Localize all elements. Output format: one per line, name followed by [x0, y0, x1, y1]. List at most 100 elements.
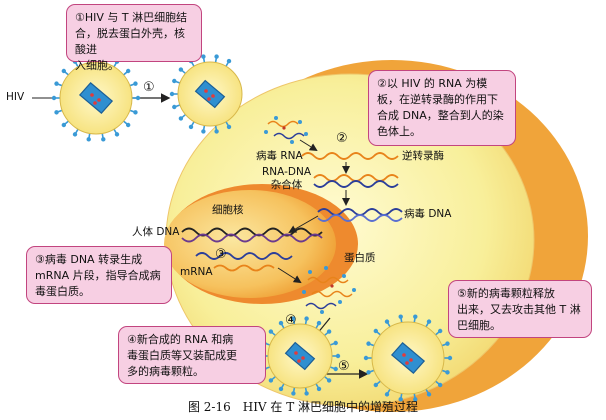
- virus-spike-tip: [304, 391, 309, 396]
- label-human-dna: 人体 DNA: [132, 226, 180, 238]
- virus-capsid: [284, 341, 316, 371]
- arrow-mrna-to-protein: [277, 267, 302, 284]
- virus-spike-tip: [201, 54, 206, 59]
- virus-released: [363, 314, 453, 402]
- virus-spike-tip: [291, 316, 296, 321]
- virus-assembling: [259, 316, 341, 396]
- callout-step2: ②以 HIV 的 RNA 为模 板，在逆转录酶的作用下 合成 DNA，整合到人的…: [368, 70, 516, 146]
- virus-spike-tip: [426, 392, 432, 397]
- virus-spike-tip: [178, 67, 184, 72]
- virus-spike-tip: [133, 81, 138, 86]
- virus-spike-tip: [86, 137, 91, 142]
- callout-step4: ④新合成的 RNA 和病 毒蛋白质等又装配成更 多的病毒颗粒。: [118, 326, 266, 384]
- virus-spike-tip: [125, 122, 131, 128]
- virus-rna-dot: [297, 359, 301, 363]
- virus-rna-dot: [405, 361, 409, 365]
- label-protein: 蛋白质: [344, 252, 376, 264]
- label-viral-dna: 病毒 DNA: [404, 208, 452, 220]
- virus-spike-tip: [61, 68, 67, 74]
- virus-spike-tip: [333, 340, 338, 346]
- step-marker-4: ④: [285, 313, 297, 328]
- virus-spike-tip: [214, 129, 219, 134]
- nucleus: [164, 190, 336, 298]
- virus-rna-dot: [301, 356, 305, 360]
- virus-rna-dot: [93, 101, 97, 105]
- virus-rna-dot: [409, 358, 413, 362]
- virus-spike-tip: [135, 95, 141, 101]
- virus-spike-tip: [226, 58, 232, 64]
- virus-spike-tip: [413, 314, 418, 319]
- hybrid-dna-strand: [313, 180, 399, 188]
- virus-spike-tip: [373, 382, 379, 388]
- virus-spike-tip: [413, 397, 418, 402]
- label-reverse-transcriptase: 逆转录酶: [402, 150, 444, 162]
- virus-spike-tip: [366, 341, 371, 346]
- step-marker-2: ②: [336, 131, 348, 146]
- virus-spike-tip: [384, 319, 390, 324]
- virus-spike-tip: [373, 328, 379, 334]
- virus-spike-tip: [172, 104, 177, 110]
- virus-spike-tip: [291, 391, 296, 396]
- virus-capsid: [194, 79, 226, 109]
- virus-spike-tip: [214, 54, 219, 59]
- virus-rna-dot: [211, 94, 215, 98]
- virus-spike-tip: [445, 370, 450, 375]
- step-marker-3: ③: [215, 247, 227, 262]
- released-rna-cluster: [264, 116, 308, 144]
- label-mrna: mRNA: [180, 266, 213, 278]
- virus-spike-tip: [426, 319, 432, 324]
- virus-spike-tip: [268, 329, 274, 334]
- callout-step3: ③病毒 DNA 转录生成 mRNA 片段，指导合成病 毒蛋白质。: [26, 246, 172, 304]
- virus-rna-dot: [204, 89, 208, 93]
- virus-spike-tip: [437, 382, 443, 388]
- virus-spike-tip: [316, 386, 322, 392]
- virus-spike-tip: [316, 320, 322, 326]
- viral-rna-strand: [301, 152, 399, 160]
- virus-spike-tip: [304, 316, 309, 321]
- virus-spike-tip: [172, 78, 177, 84]
- virus-spike-tip: [363, 355, 369, 361]
- step-marker-1: ①: [143, 80, 155, 95]
- virus-spike-tip: [51, 95, 57, 101]
- virus-spike-tip: [268, 378, 274, 383]
- human-dna-strand-2: [181, 233, 323, 243]
- virus-spike-tip: [188, 124, 194, 130]
- virus-spike-tip: [445, 341, 450, 346]
- protein-cluster: [302, 266, 356, 314]
- virus-spike-tip: [326, 329, 332, 334]
- virus-rna-dot: [294, 351, 298, 355]
- virus-spike-tip: [72, 132, 78, 137]
- arrow-top-to-rna: [299, 139, 318, 152]
- label-viral-rna: 病毒 RNA: [256, 150, 303, 162]
- virus-spike-tip: [125, 68, 131, 74]
- virus-spike-tip: [54, 110, 59, 115]
- virus-spike-tip: [101, 137, 106, 142]
- callout-step1: ①HIV 与 T 淋巴细胞结 合，脱去蛋白外壳，核酸进 入细胞。: [66, 4, 202, 72]
- virus-spike-tip: [133, 110, 138, 115]
- virus-spike-tip: [169, 91, 175, 97]
- virus-spike-tip: [278, 386, 284, 392]
- virus-rna-dot: [97, 98, 101, 102]
- virus-incoming: [51, 54, 141, 142]
- virus-spike-tip: [333, 366, 338, 372]
- virus-spike-tip: [226, 124, 232, 130]
- virus-spike-tip: [398, 314, 403, 319]
- virus-spike-tip: [398, 397, 403, 402]
- virus-spike-tip: [447, 355, 453, 361]
- label-hiv: HIV: [6, 91, 25, 103]
- integrated-dna-strand: [195, 252, 293, 260]
- virus-spike-tip: [335, 353, 341, 359]
- virus-spike-tip: [366, 370, 371, 375]
- virus-spike-tip: [384, 392, 390, 397]
- virus-spike-tip: [178, 116, 184, 121]
- label-rna-dna-hybrid: RNA-DNA 杂合体: [262, 166, 312, 191]
- callout-step5: ⑤新的病毒颗粒释放 出来，又去攻击其他 T 淋 巴细胞。: [448, 280, 592, 338]
- mrna-strand: [213, 264, 275, 272]
- virus-spike-tip: [326, 378, 332, 383]
- figure-caption: 图 2-16 HIV 在 T 淋巴细胞中的增殖过程: [187, 400, 419, 414]
- virus-spike-tip: [54, 81, 59, 86]
- virus-spike-tip: [278, 320, 284, 326]
- virus-capsid: [390, 342, 426, 374]
